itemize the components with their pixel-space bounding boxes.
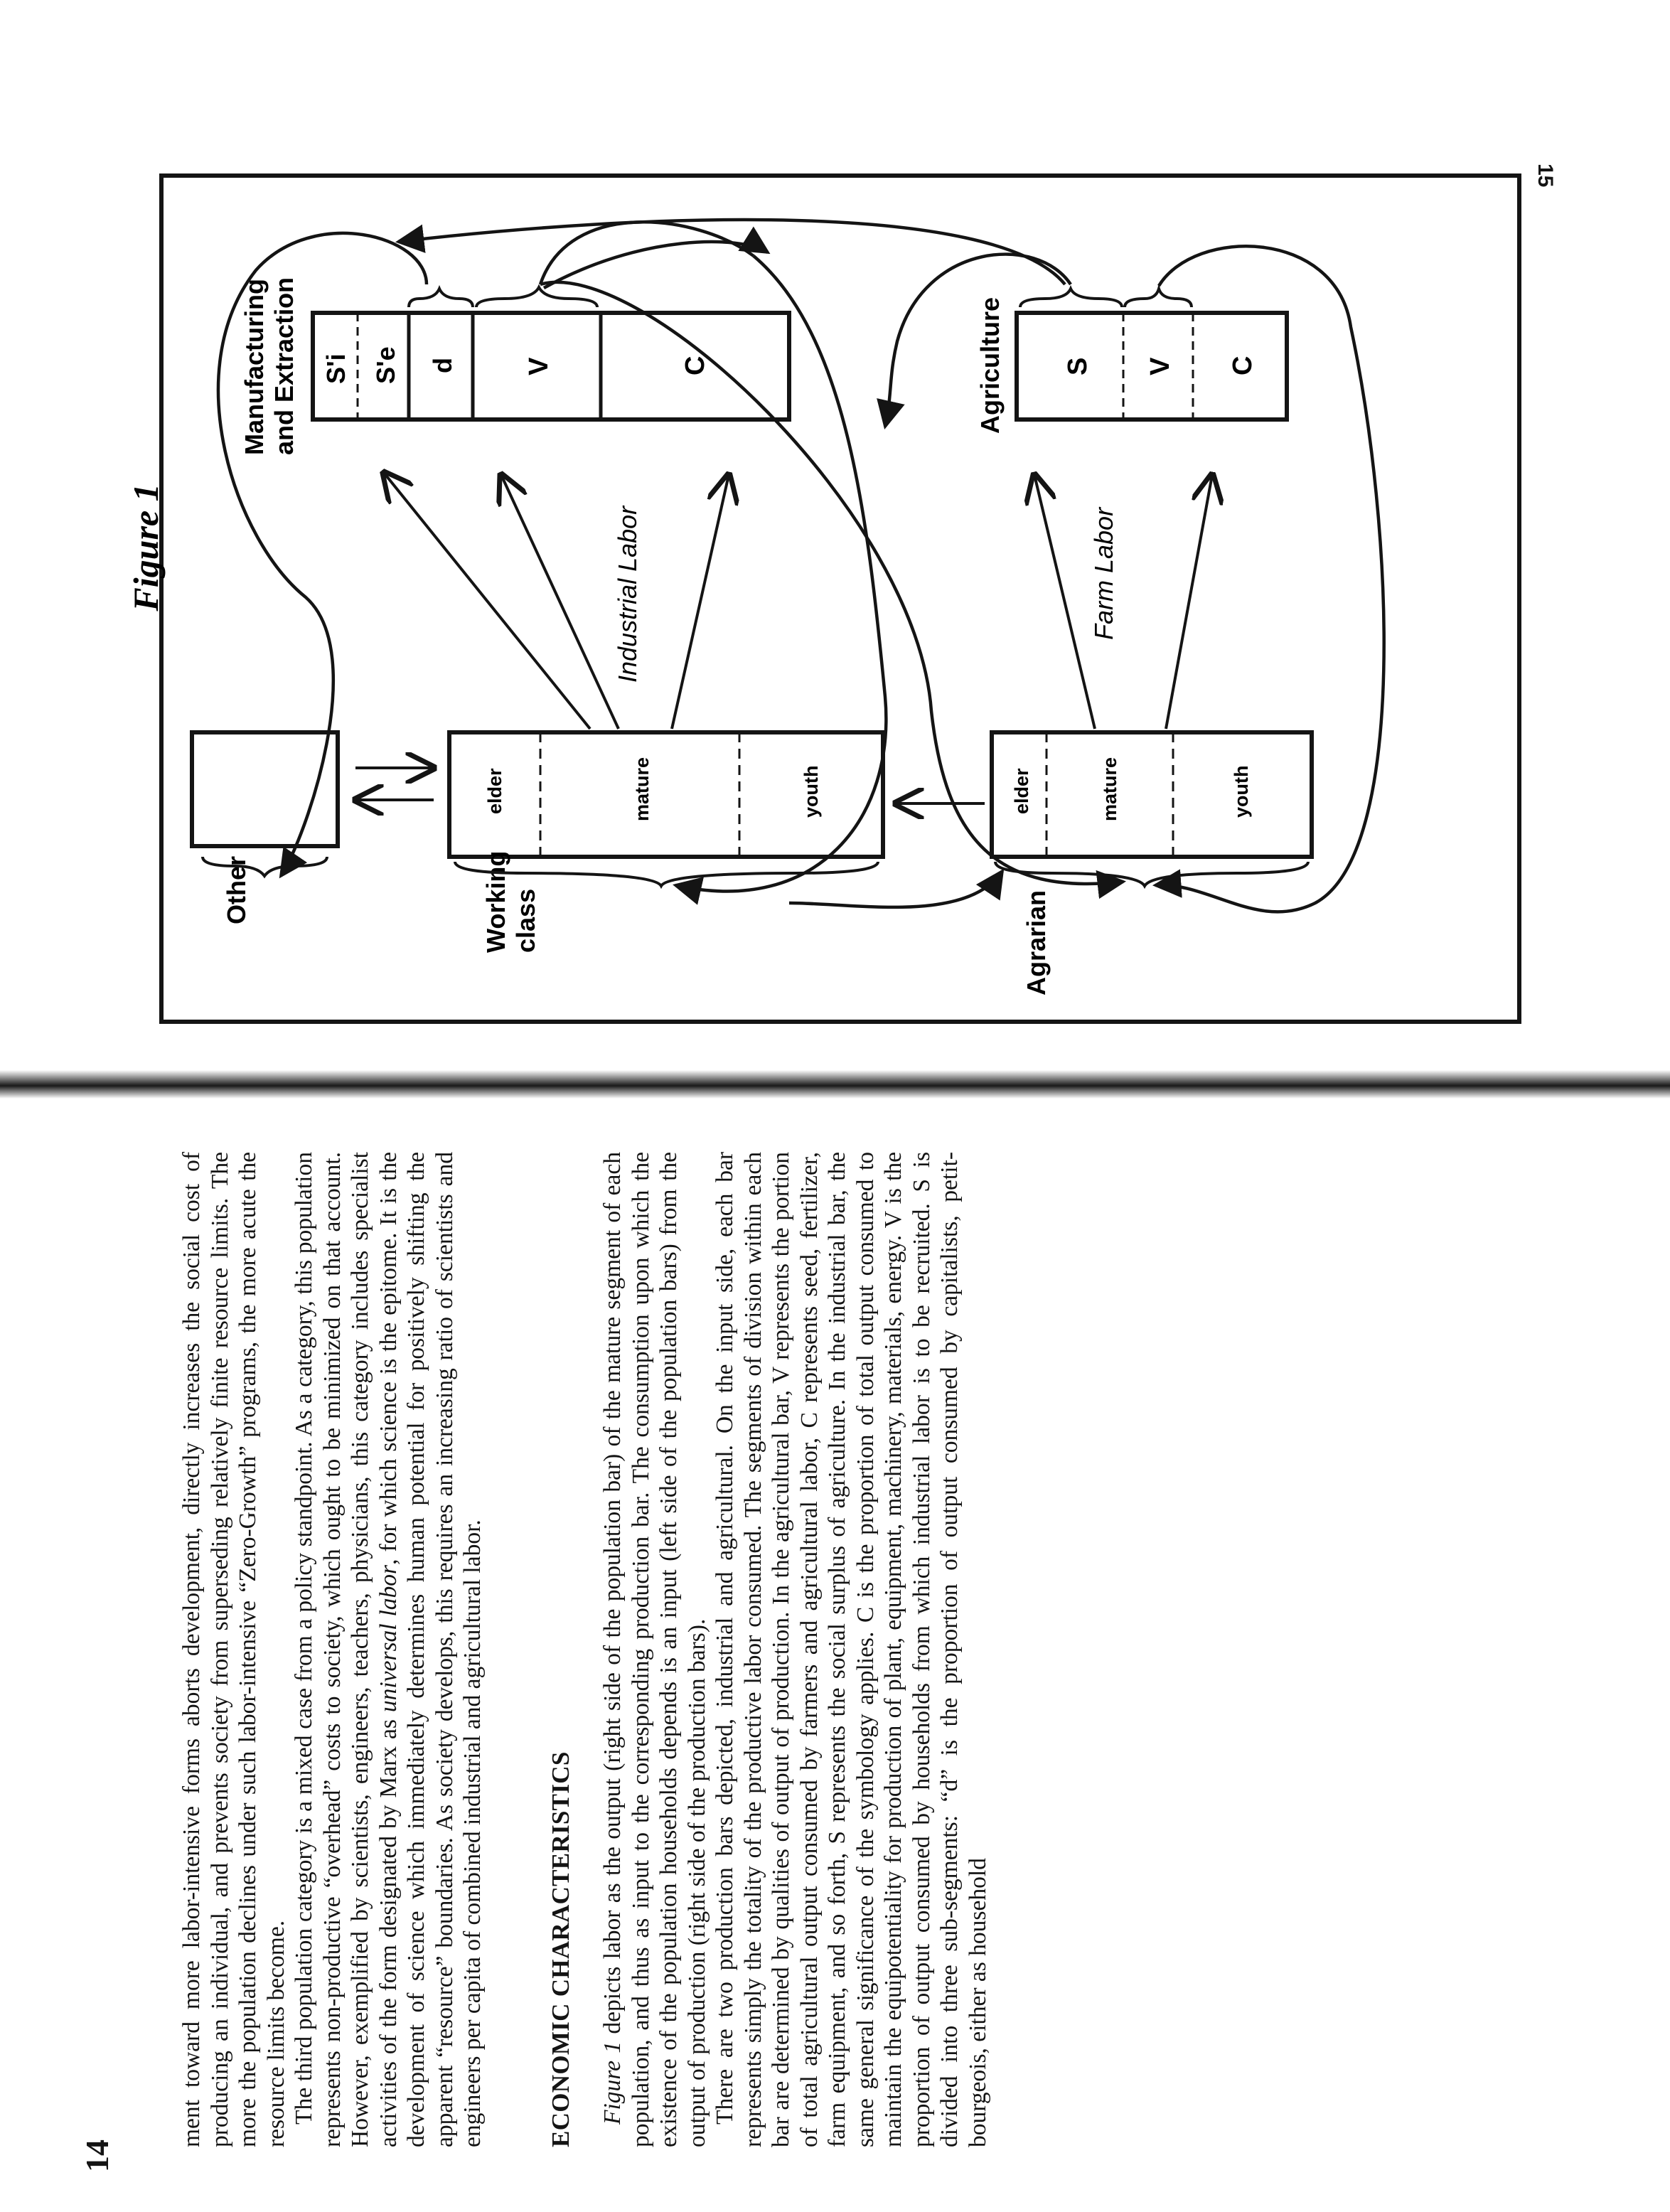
svg-text:Agriculture: Agriculture: [975, 297, 1005, 434]
svg-text:mature: mature: [1099, 757, 1120, 821]
svg-text:and Extraction: and Extraction: [269, 277, 299, 455]
agricultural-production-bar: [1015, 311, 1289, 422]
arrow-labor-to-si: [384, 473, 592, 730]
figure-title: Figure 1: [126, 483, 166, 611]
agricultural-s-label: S: [1063, 358, 1093, 375]
svg-text:class: class: [511, 889, 540, 953]
figure-frame: [159, 173, 1521, 1024]
svg-text:elder: elder: [484, 768, 505, 814]
agricultural-c-label: C: [1228, 356, 1258, 375]
svg-text:mature: mature: [631, 757, 653, 821]
svg-text:C: C: [680, 356, 710, 375]
svg-text:Agrarian: Agrarian: [1022, 890, 1051, 995]
industrial-d-label: d: [428, 358, 457, 373]
agriculture-label: Agriculture: [975, 297, 1005, 434]
svg-text:C: C: [1228, 356, 1258, 375]
paragraph-1: ment toward more labor-intensive forms a…: [178, 1152, 289, 2147]
svg-text:Farm Labor: Farm Labor: [1089, 506, 1118, 640]
industrial-se-label: S'e: [371, 346, 400, 384]
agrarian-elder-label: elder: [1011, 768, 1032, 814]
agricultural-v-label: V: [1145, 357, 1175, 375]
braces: [201, 283, 1310, 889]
section-heading: ECONOMIC CHARACTERISTICS: [546, 1751, 574, 2147]
arrow-farmlabor-to-s: [1034, 475, 1096, 730]
arrow-labor-to-c: [670, 475, 729, 730]
agrarian-label: Agrarian: [1022, 890, 1051, 995]
arrow-farmlabor-to-c: [1165, 475, 1212, 730]
svg-text:youth: youth: [1231, 766, 1252, 818]
industrial-c-label: C: [680, 356, 710, 375]
industrial-v-label: V: [524, 357, 554, 375]
svg-text:Figure 1: Figure 1: [126, 483, 166, 611]
page-fold-shadow: [0, 1070, 1670, 1099]
working-youth-label: youth: [801, 766, 822, 818]
figure-1: Figure 1 Other elder mature youth Workin…: [0, 0, 1670, 1067]
manufacturing-label: Manufacturing and Extraction: [240, 277, 299, 455]
loop-agri-s-to-top: [395, 218, 1066, 286]
industrial-labor-label: Industrial Labor: [613, 505, 642, 683]
svg-text:S'e: S'e: [371, 346, 400, 384]
svg-text:Industrial Labor: Industrial Labor: [613, 505, 642, 683]
paragraph-4: There are two production bars depicted, …: [712, 1152, 991, 2147]
paragraph-3: Figure 1 depicts labor as the output (ri…: [599, 1152, 710, 2147]
page-number-left: 14: [79, 2139, 115, 2172]
loop-industrial-to-working: [673, 255, 888, 905]
svg-text:youth: youth: [801, 766, 822, 818]
working-class-bar: [447, 730, 885, 859]
industrial-si-label: S'i: [321, 353, 350, 384]
svg-text:V: V: [524, 357, 554, 375]
svg-text:Manufacturing: Manufacturing: [240, 279, 269, 455]
svg-text:V: V: [1145, 357, 1175, 375]
loop-agri-v-to-agrarian: [1152, 245, 1386, 914]
text-column: ment toward more labor-intensive forms a…: [178, 1152, 992, 2147]
working-elder-label: elder: [484, 768, 505, 814]
loop-industrial-v-to-agrarian: [540, 280, 1127, 899]
svg-text:Working: Working: [481, 851, 510, 953]
agrarian-youth-label: youth: [1231, 766, 1252, 818]
farm-labor-label: Farm Labor: [1089, 506, 1118, 640]
working-class-label: Working class: [481, 851, 540, 953]
agrarian-bar: [990, 730, 1314, 859]
svg-text:elder: elder: [1011, 768, 1032, 814]
svg-text:S'i: S'i: [321, 353, 350, 384]
loop-d-to-other: [216, 231, 429, 879]
paragraph-2: The third population category is a mixed…: [291, 1152, 486, 2147]
loop-agri-s-to-industrial: [877, 252, 1072, 429]
industrial-production-bar: [311, 311, 791, 422]
svg-text:S: S: [1063, 358, 1093, 375]
other-bar: [190, 730, 340, 848]
arrow-labor-to-v: [501, 475, 620, 730]
loop-v-to-working-2: [542, 226, 771, 289]
loop-agri-to-agrarian-elder: [788, 868, 1005, 909]
working-mature-label: mature: [631, 757, 653, 821]
agrarian-mature-label: mature: [1099, 757, 1120, 821]
svg-text:d: d: [428, 358, 457, 373]
